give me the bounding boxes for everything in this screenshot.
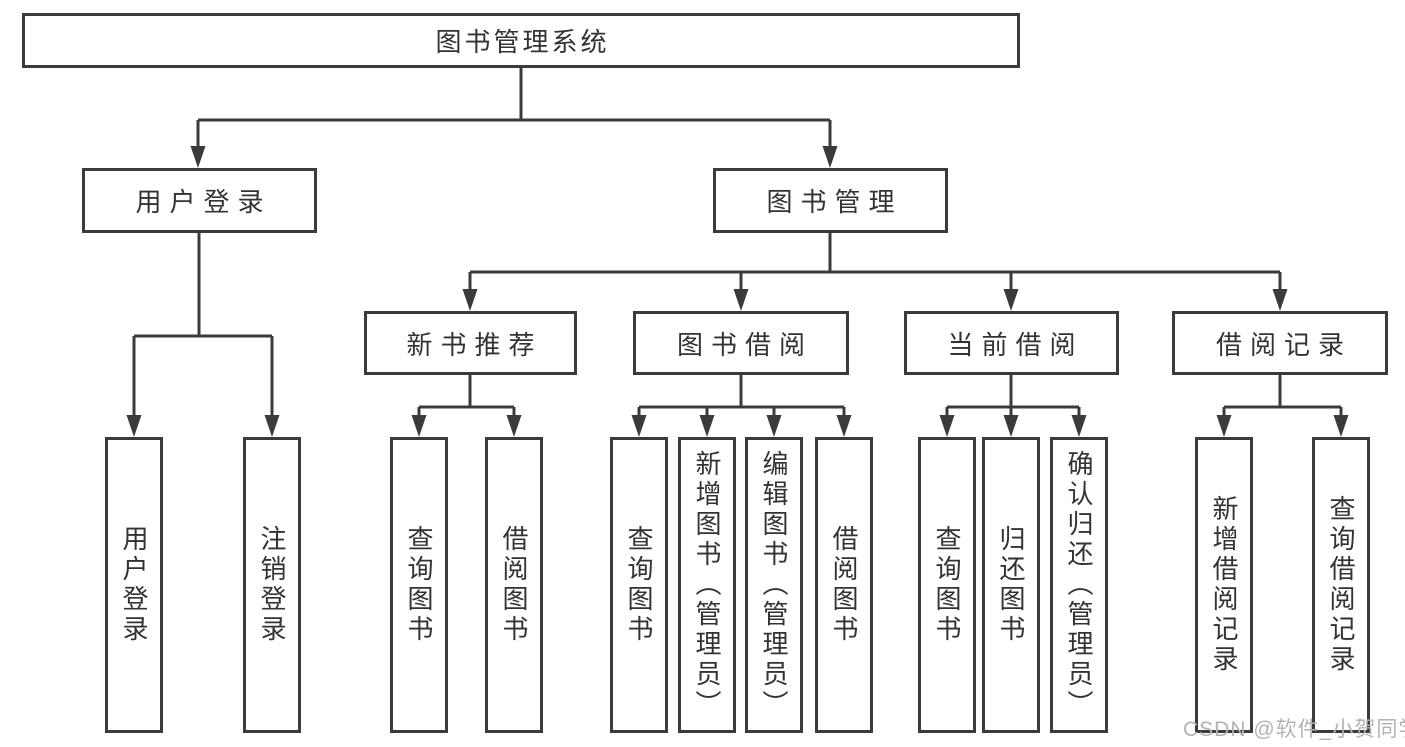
node-label: 注销登录 <box>257 525 287 645</box>
leaf-borrow-books-recommend: 借阅图书 <box>485 437 543 733</box>
node-user-login: 用户登录 <box>82 168 317 233</box>
node-borrow-records: 借阅记录 <box>1172 311 1388 375</box>
connector-new-book-recommend <box>411 375 522 437</box>
leaf-logout: 注销登录 <box>243 437 301 733</box>
node-label: 查询图书 <box>932 525 962 645</box>
leaf-add-borrow-record: 新增借阅记录 <box>1195 437 1253 733</box>
connector-book-management <box>462 233 1288 311</box>
connector-user-login <box>126 233 280 437</box>
arrow-icon <box>506 415 522 437</box>
node-label: 借阅图书 <box>499 525 529 645</box>
node-label: 用户登录 <box>135 187 272 217</box>
node-label: 图书管理 <box>766 187 903 217</box>
connector-root <box>190 68 838 168</box>
leaf-query-books-borrow: 查询图书 <box>610 437 668 733</box>
node-label: 新书推荐 <box>406 329 543 360</box>
arrow-icon <box>411 415 427 437</box>
node-label: 当前借阅 <box>947 329 1084 360</box>
node-label: 借阅图书 <box>829 525 859 645</box>
node-label: 新增借阅记录 <box>1209 495 1239 675</box>
node-book-borrow: 图书借阅 <box>633 311 849 375</box>
leaf-query-books-recommend: 查询图书 <box>390 437 448 733</box>
arrow-icon <box>264 415 280 437</box>
arrow-icon <box>1216 415 1232 437</box>
node-label: 用户登录 <box>119 525 149 645</box>
arrow-icon <box>1003 289 1019 311</box>
leaf-query-books-current: 查询图书 <box>918 437 976 733</box>
leaf-edit-book-admin: 编辑图书（管理员） <box>745 437 803 733</box>
csdn-watermark: CSDN @软件_小贺同学 <box>1183 718 1405 741</box>
node-label: 新增图书（管理员） <box>692 450 722 720</box>
arrow-icon <box>822 146 838 168</box>
arrow-icon <box>836 415 852 437</box>
node-root: 图书管理系统 <box>22 13 1020 68</box>
node-label: 图书借阅 <box>676 329 813 360</box>
connector-borrow-records <box>1216 375 1349 437</box>
arrow-icon <box>1272 289 1288 311</box>
node-label: 借阅记录 <box>1215 329 1352 360</box>
node-label: 图书管理系统 <box>435 27 610 57</box>
node-label: 编辑图书（管理员） <box>759 450 789 720</box>
leaf-confirm-return-admin: 确认归还（管理员） <box>1050 437 1108 733</box>
arrow-icon <box>939 415 955 437</box>
arrow-icon <box>766 415 782 437</box>
arrow-icon <box>631 415 647 437</box>
connector-current-borrow <box>939 375 1087 437</box>
node-new-book-recommend: 新书推荐 <box>364 311 577 375</box>
leaf-borrow-books: 借阅图书 <box>815 437 873 733</box>
leaf-add-book-admin: 新增图书（管理员） <box>678 437 736 733</box>
node-label: 确认归还（管理员） <box>1064 450 1094 720</box>
leaf-user-login: 用户登录 <box>105 437 163 733</box>
node-current-borrow: 当前借阅 <box>904 311 1119 375</box>
arrow-icon <box>1071 415 1087 437</box>
leaf-query-borrow-record: 查询借阅记录 <box>1312 437 1370 733</box>
arrow-icon <box>190 146 206 168</box>
node-label: 查询借阅记录 <box>1326 495 1356 675</box>
arrow-icon <box>126 415 142 437</box>
arrow-icon <box>699 415 715 437</box>
leaf-return-books: 归还图书 <box>982 437 1040 733</box>
node-label: 查询图书 <box>624 525 654 645</box>
node-label: 归还图书 <box>996 525 1026 645</box>
arrow-icon <box>733 289 749 311</box>
node-label: 查询图书 <box>404 525 434 645</box>
arrow-icon <box>1333 415 1349 437</box>
arrow-icon <box>462 289 478 311</box>
node-book-management: 图书管理 <box>713 168 948 233</box>
arrow-icon <box>1003 415 1019 437</box>
connector-book-borrow <box>631 375 852 437</box>
